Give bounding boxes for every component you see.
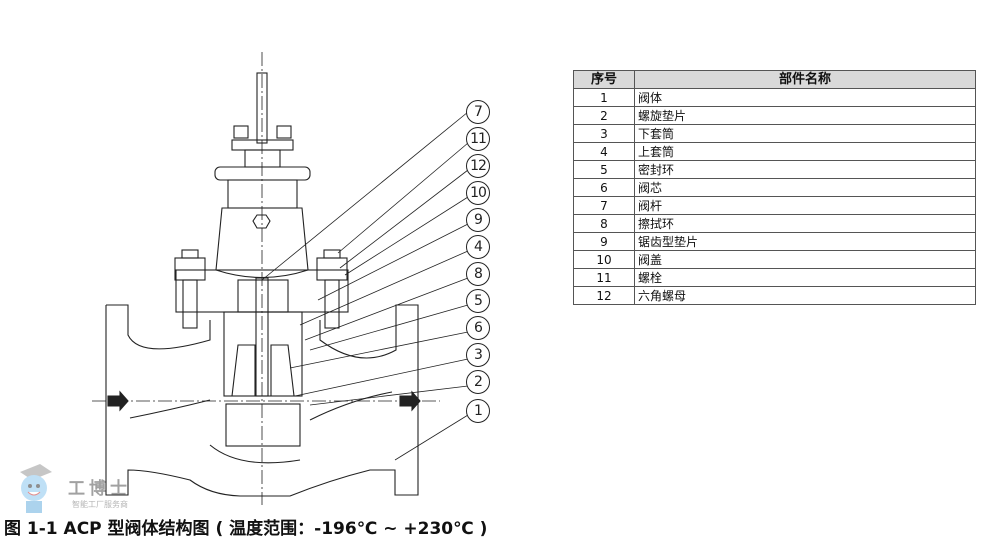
callout: 2: [466, 370, 490, 394]
gland-body: [244, 149, 281, 168]
bolt-left-shank: [182, 279, 198, 329]
bolt-right-shank: [324, 279, 340, 329]
part-number: 6: [573, 178, 635, 197]
callout: 6: [466, 316, 490, 340]
gland-nut-right: [276, 125, 292, 139]
part-number: 11: [573, 268, 635, 287]
callout: 3: [466, 343, 490, 367]
upper-cage: [223, 311, 303, 397]
hex-plug: [252, 214, 271, 229]
part-name: 下套筒: [634, 124, 976, 143]
callout: 5: [466, 289, 490, 313]
bolt-left-nut: [174, 257, 206, 281]
bonnet-top-flange: [214, 166, 311, 181]
part-name: 阀体: [634, 88, 976, 107]
part-number: 12: [573, 286, 635, 305]
part-number: 5: [573, 160, 635, 179]
part-number: 8: [573, 214, 635, 233]
part-name: 阀盖: [634, 250, 976, 269]
callout: 8: [466, 262, 490, 286]
watermark-brand: 工博士: [68, 479, 131, 499]
valve-cross-section-drawing: [92, 52, 469, 505]
part-name: 螺旋垫片: [634, 106, 976, 125]
callout: 7: [466, 100, 490, 124]
part-number: 7: [573, 196, 635, 215]
callout: 10: [466, 181, 490, 205]
callout: 1: [466, 399, 490, 423]
watermark-slogan: 智能工厂服务商: [72, 500, 128, 509]
part-name: 上套筒: [634, 142, 976, 161]
header-part-name: 部件名称: [634, 70, 976, 89]
valve-plug: [231, 344, 295, 397]
part-number: 1: [573, 88, 635, 107]
part-name: 六角螺母: [634, 286, 976, 305]
part-name: 螺栓: [634, 268, 976, 287]
part-number: 3: [573, 124, 635, 143]
callout: 12: [466, 154, 490, 178]
callout: 11: [466, 127, 490, 151]
bonnet-neck: [227, 179, 298, 209]
valve-stem-top: [256, 72, 268, 144]
gland-nut-left: [233, 125, 249, 139]
part-number: 4: [573, 142, 635, 161]
bolt-right-head: [323, 249, 341, 259]
part-name: 阀芯: [634, 178, 976, 197]
part-number: 9: [573, 232, 635, 251]
header-number: 序号: [573, 70, 635, 89]
callout: 9: [466, 208, 490, 232]
valve-body: [105, 304, 419, 497]
part-number: 2: [573, 106, 635, 125]
gland-flange: [231, 139, 294, 151]
callout: 4: [466, 235, 490, 259]
valve-body-inner: [129, 391, 393, 464]
flow-arrow-inlet: [107, 390, 129, 412]
stem-guide: [237, 279, 289, 313]
watermark-logo: 工博士 智能工厂服务商: [10, 462, 150, 522]
bolt-left-head: [181, 249, 199, 259]
part-name: 锯齿型垫片: [634, 232, 976, 251]
part-number: 10: [573, 250, 635, 269]
mascot-icon: [20, 464, 52, 513]
part-name: 密封环: [634, 160, 976, 179]
part-name: 擦拭环: [634, 214, 976, 233]
part-name: 阀杆: [634, 196, 976, 215]
bolt-right-nut: [316, 257, 348, 281]
table-header-row: 序号 部件名称: [573, 70, 976, 89]
flow-arrow-outlet: [399, 390, 421, 412]
leader-lines: [261, 111, 469, 461]
lower-cage: [225, 403, 301, 447]
figure-caption: 图 1-1 ACP 型阀体结构图 ( 温度范围：-196℃ ~ +230℃ ): [4, 519, 488, 539]
